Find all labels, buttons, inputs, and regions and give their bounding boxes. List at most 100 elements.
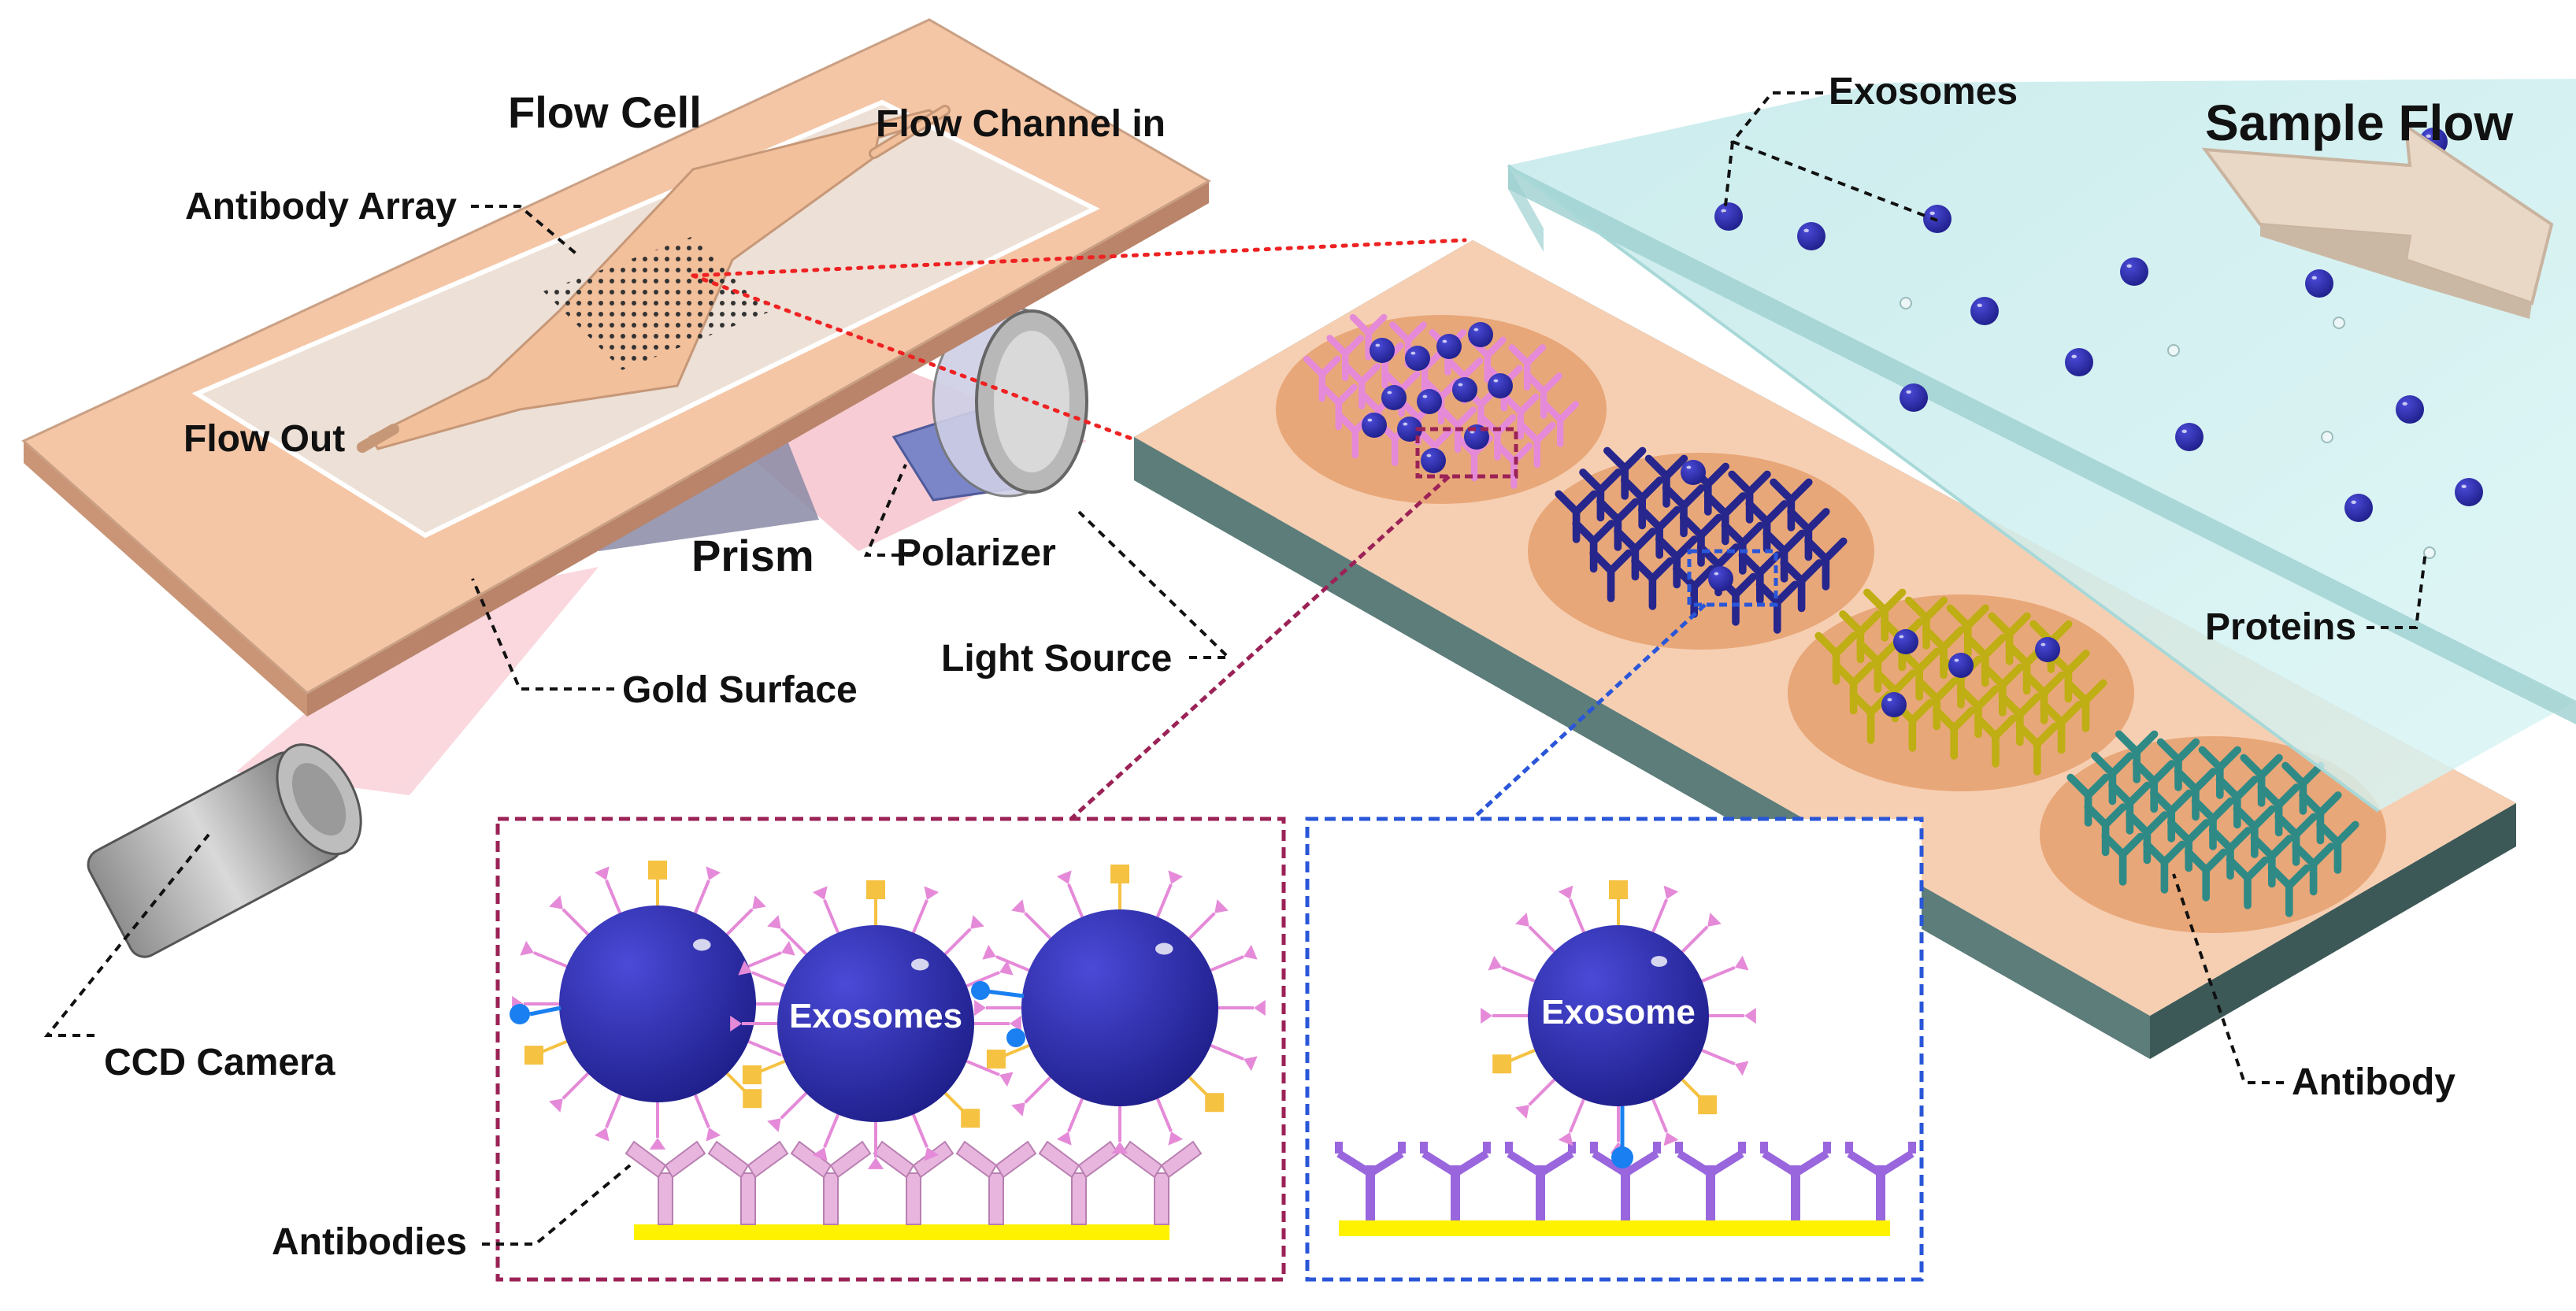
antibody-icon <box>1541 401 1580 447</box>
zoom-box-spot2 <box>1687 549 1778 607</box>
protein-icon <box>1900 297 1912 309</box>
antibody-icon <box>2226 856 2270 909</box>
exosome-icon <box>2175 423 2203 451</box>
exosome-with-receptors-icon <box>512 861 803 1150</box>
antibody-icon <box>2316 820 2359 874</box>
antibody-icon <box>1505 1142 1576 1220</box>
antibody-icon <box>1845 1142 1916 1220</box>
exosome-icon <box>1381 385 1407 410</box>
antibody-icon <box>1420 1142 1491 1220</box>
label-flow-channel-in: Flow Channel in <box>876 103 1166 145</box>
bound-exosomes <box>1362 322 2060 717</box>
label-gold-surface: Gold Surface <box>622 669 858 711</box>
label-proteins: Proteins <box>2205 606 2356 648</box>
protein-icon <box>2333 317 2345 329</box>
exosome-with-receptors-icon <box>1481 880 1756 1154</box>
exosome-icon <box>1708 566 1733 591</box>
label-exosomes: Exosomes <box>1829 71 2018 113</box>
flow-arrow-icon <box>2201 122 2554 319</box>
label-antibody-array: Antibody Array <box>185 186 457 228</box>
antibody-array-dots <box>543 236 772 370</box>
sample-flow-panel <box>1507 79 2576 813</box>
antibody-cluster-navy <box>1555 446 1848 634</box>
antibody-icon <box>1518 421 1556 468</box>
antibody-icon <box>2064 679 2107 732</box>
label-polarizer: Polarizer <box>896 532 1056 574</box>
exosome-icon <box>1900 383 1928 412</box>
exosome-icon <box>1370 338 1395 363</box>
antibody-icon <box>2101 832 2144 886</box>
exosome-icon <box>2065 348 2093 376</box>
antibody-icon <box>1038 1140 1120 1225</box>
label-antibody: Antibody <box>2292 1061 2456 1103</box>
antibody-icon <box>1755 580 1799 634</box>
antibody-icon <box>1675 1142 1746 1220</box>
flow-cell-chip <box>21 18 1212 717</box>
exosome-icon <box>1488 373 1513 398</box>
exosome-icon <box>2035 637 2060 662</box>
labels: Flow Cell Flow Channel in Antibody Array… <box>104 71 2513 1263</box>
inset-left <box>495 817 1286 1282</box>
antibody-icon <box>1673 565 1716 618</box>
exosome-with-receptors-icon <box>974 865 1266 1154</box>
antibody-icon <box>2040 701 2083 754</box>
exosome-icon <box>1468 322 1493 347</box>
label-light-source: Light Source <box>941 638 1172 680</box>
zoom-lines-red <box>691 238 1467 443</box>
exosome-icon <box>1681 460 1706 485</box>
exosome-with-receptors-icon <box>730 880 1021 1169</box>
exosome-icon <box>2396 395 2424 424</box>
label-flow-out: Flow Out <box>183 418 345 460</box>
exosome-icon <box>1948 653 1974 678</box>
exosome-icon <box>1881 692 1907 717</box>
antibody-icon <box>1335 1142 1406 1220</box>
light-source-lens-icon <box>932 306 1088 498</box>
exosome-icon <box>1417 389 1442 414</box>
antibody-icon <box>1589 549 1633 602</box>
exosome-icon <box>1436 334 1462 359</box>
label-inset-exosomes: Exosomes <box>789 997 962 1035</box>
antibody-icon <box>625 1140 706 1225</box>
antibody-icon <box>955 1140 1037 1225</box>
protein-icon <box>2423 546 2436 559</box>
antibody-icon <box>2143 840 2186 894</box>
protein-icon <box>2321 431 2333 443</box>
exosome-icon <box>1970 297 1999 325</box>
antibody-icon <box>1780 559 1823 613</box>
label-antibodies: Antibodies <box>272 1221 467 1263</box>
label-inset-exosome: Exosome <box>1541 993 1696 1031</box>
label-flow-cell: Flow Cell <box>508 87 702 137</box>
antibody-icon <box>2267 864 2311 917</box>
zoom-link-left <box>1069 475 1451 820</box>
inset-right <box>1305 817 1924 1282</box>
protein-icon <box>2167 344 2180 357</box>
label-prism: Prism <box>691 531 814 580</box>
exosome-icon <box>2344 494 2373 522</box>
exosome-icon <box>2120 257 2148 286</box>
antibody-icon <box>1933 706 1976 760</box>
ccd-camera-icon <box>87 743 362 958</box>
antibody-icon <box>873 1140 954 1225</box>
exosome-icon <box>1421 448 1446 473</box>
exosome-icon <box>1893 629 1918 654</box>
exosome-icon <box>2305 269 2333 298</box>
label-sample-flow: Sample Flow <box>2205 94 2513 151</box>
exosome-icon <box>2455 478 2483 506</box>
antibody-icon <box>1804 537 1848 591</box>
zoom-link-right <box>1471 603 1707 820</box>
exosome-icon <box>1362 413 1387 438</box>
antibody-cluster-teal <box>2066 730 2359 917</box>
zoom-box-spot1 <box>1415 427 1518 479</box>
antibody-icon <box>2292 843 2335 896</box>
exosome-icon <box>1714 202 1743 231</box>
antibody-icon <box>2185 848 2228 902</box>
antibody-icon <box>707 1140 789 1225</box>
exosome-icon <box>1797 222 1825 250</box>
leader-lines <box>43 91 2427 1246</box>
antibody-icon <box>1121 1140 1203 1225</box>
label-ccd-camera: CCD Camera <box>104 1042 335 1083</box>
exosome-icon <box>1405 346 1430 371</box>
antibody-icon <box>790 1140 872 1225</box>
antibody-icon <box>1631 557 1674 610</box>
